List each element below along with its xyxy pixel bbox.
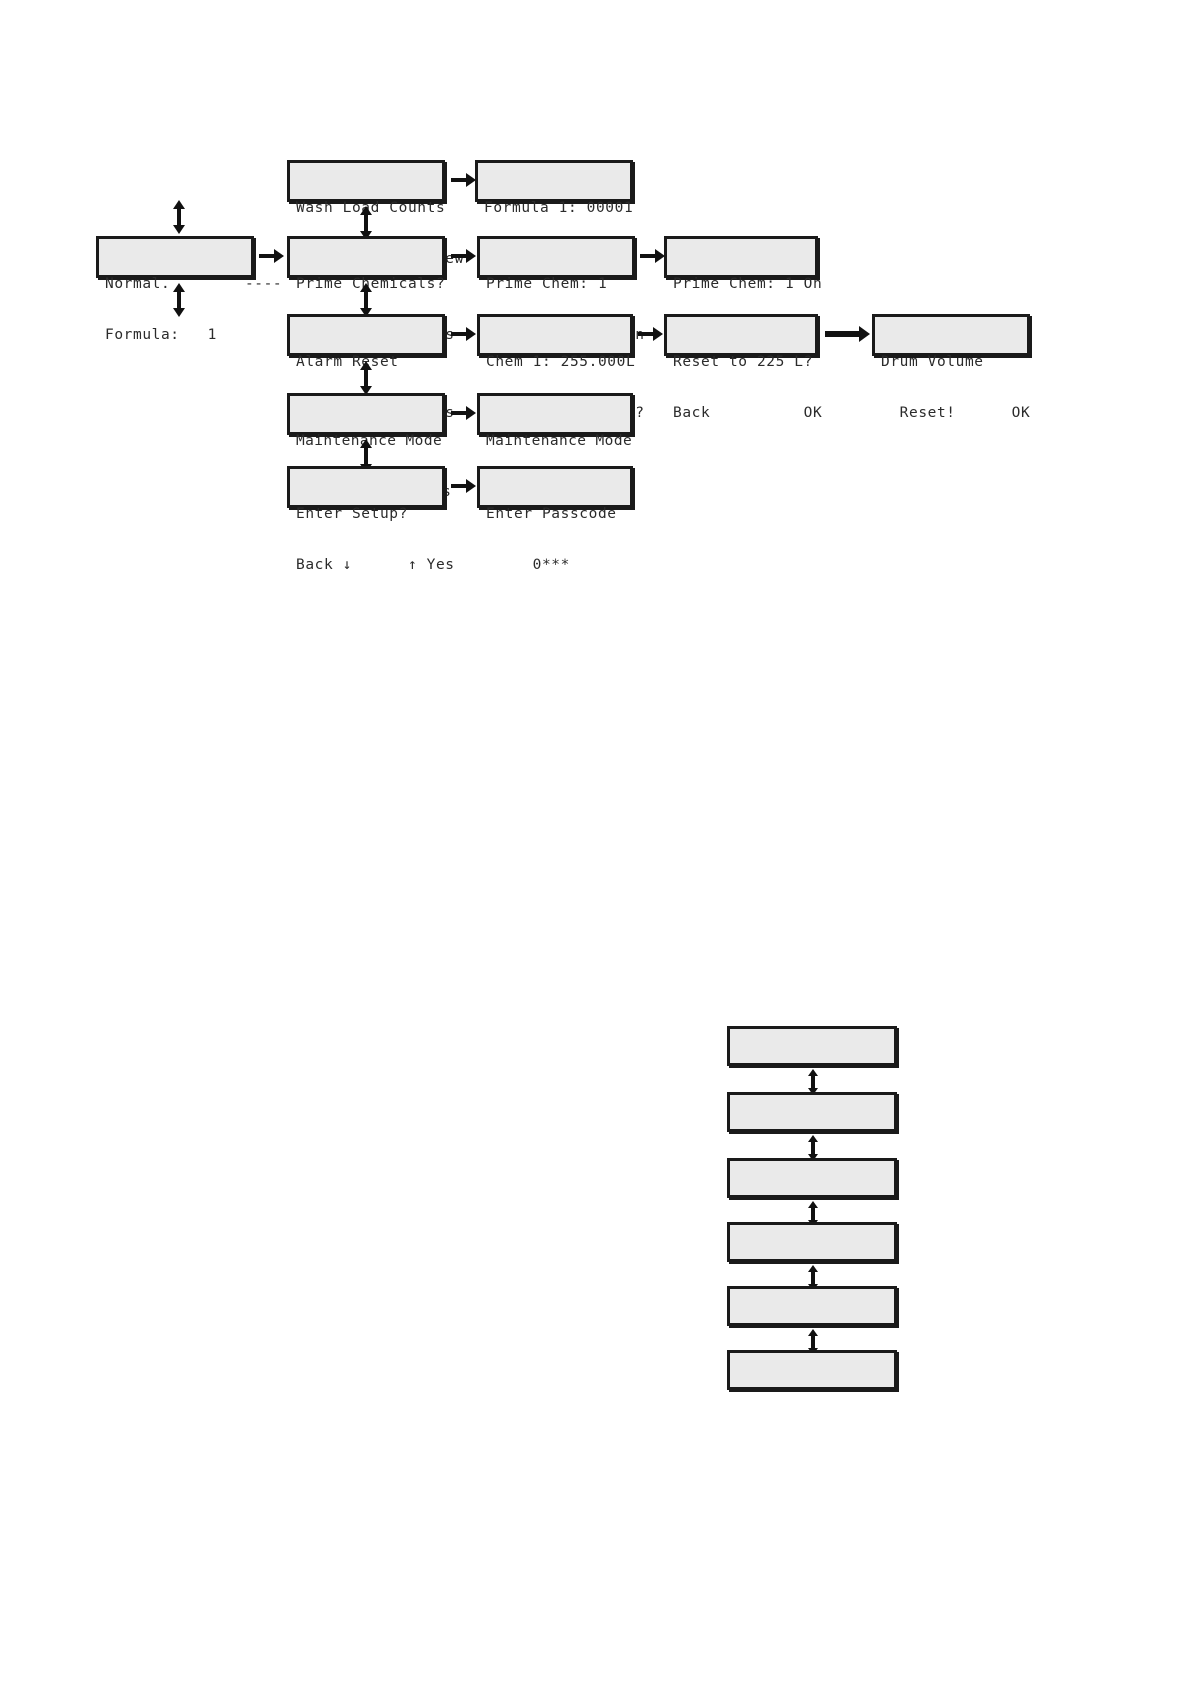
- screen-enter-setup[interactable]: Enter Setup? Back ↓ ↑ Yes: [287, 466, 454, 573]
- arrow-right-icon: [450, 477, 478, 495]
- blank-screen-3[interactable]: [727, 1158, 897, 1198]
- arrow-up-down-icon: [357, 361, 375, 395]
- screen-prime-chem-select[interactable]: Prime Chem: 1 Back ↓ ↑ On: [477, 236, 644, 343]
- arrow-up-down-icon: [357, 206, 375, 240]
- blank-screen-4[interactable]: [727, 1222, 897, 1262]
- blank-screen-1[interactable]: [727, 1026, 897, 1066]
- screen-line-1: Prime Chem: 1: [486, 276, 608, 292]
- arrow-right-icon: [639, 247, 667, 265]
- screen-prime-chem-on[interactable]: Prime Chem: 1 On Back ↓ ↑: [664, 236, 822, 343]
- screen-maintenance-mode-exit[interactable]: Maintenance Mode Exit: [477, 393, 633, 500]
- screen-normal-status[interactable]: Normal. ---- Formula: 1: [96, 236, 282, 343]
- arrow-up-down-icon: [804, 1201, 822, 1227]
- screen-enter-passcode[interactable]: Enter Passcode 0***: [477, 466, 633, 573]
- arrow-up-down-icon: [170, 283, 188, 317]
- screen-drum-volume-reset[interactable]: Drum Volume Reset! OK: [872, 314, 1030, 421]
- arrow-up-down-icon: [357, 283, 375, 317]
- arrow-right-icon: [450, 325, 478, 343]
- screen-chem-volume[interactable]: Chem 1: 255.000L Back ↓ ↑ Rst?: [477, 314, 644, 421]
- screen-line-1: Drum Volume: [881, 354, 984, 370]
- screen-line-1: Enter Passcode: [486, 506, 617, 522]
- arrow-up-down-icon: [170, 200, 188, 234]
- arrow-right-icon: [450, 171, 478, 189]
- screen-line-2: Formula: 1: [105, 327, 217, 343]
- screen-line-2: 0***: [486, 557, 570, 573]
- screen-alarm-reset[interactable]: Alarm Reset Back ↓ ↑ Yes: [287, 314, 454, 421]
- screen-line-1: Maintenance Mode: [486, 433, 633, 449]
- arrow-up-down-icon: [804, 1135, 822, 1161]
- screen-line-1: Formula 1: 00001: [484, 200, 634, 216]
- screen-line-1: Prime Chemicals?: [296, 276, 446, 292]
- screen-line-1: Chem 1: 255.000L: [486, 354, 636, 370]
- screen-formula-1-count[interactable]: Formula 1: 00001 Back ↓ ↑: [475, 160, 633, 267]
- screen-line-1: Wash Load Counts: [296, 200, 446, 216]
- screen-line-2: Back OK: [673, 405, 823, 421]
- screen-line-1: Normal. ----: [105, 276, 283, 292]
- screen-line-2: Back ↓ ↑ Yes: [296, 557, 455, 573]
- screen-reset-confirm[interactable]: Reset to 225 L? Back OK: [664, 314, 822, 421]
- screen-line-1: Enter Setup?: [296, 506, 408, 522]
- arrow-up-down-icon: [804, 1069, 822, 1095]
- screen-line-1: Reset to 225 L?: [673, 354, 813, 370]
- arrow-right-icon: [637, 325, 665, 343]
- arrow-up-down-icon: [804, 1329, 822, 1355]
- arrow-right-icon: [824, 325, 872, 343]
- screen-prime-chemicals[interactable]: Prime Chemicals? Back ↓ ↑ Yes: [287, 236, 454, 343]
- screen-maintenance-mode[interactable]: Maintenance Mode Back ↓ ↑ Yes: [287, 393, 451, 500]
- arrow-up-down-icon: [357, 439, 375, 473]
- screen-line-1: Prime Chem: 1 On: [673, 276, 823, 292]
- arrow-right-icon: [450, 404, 478, 422]
- arrow-right-icon: [258, 247, 286, 265]
- screen-wash-load-counts[interactable]: Wash Load Counts Back ↓ ↑ View: [287, 160, 463, 267]
- blank-screen-5[interactable]: [727, 1286, 897, 1326]
- blank-screen-6[interactable]: [727, 1350, 897, 1390]
- screen-line-2: Reset! OK: [881, 405, 1031, 421]
- arrow-up-down-icon: [804, 1265, 822, 1291]
- screen-line-1: Maintenance Mode: [296, 433, 443, 449]
- blank-screen-2[interactable]: [727, 1092, 897, 1132]
- arrow-right-icon: [450, 247, 478, 265]
